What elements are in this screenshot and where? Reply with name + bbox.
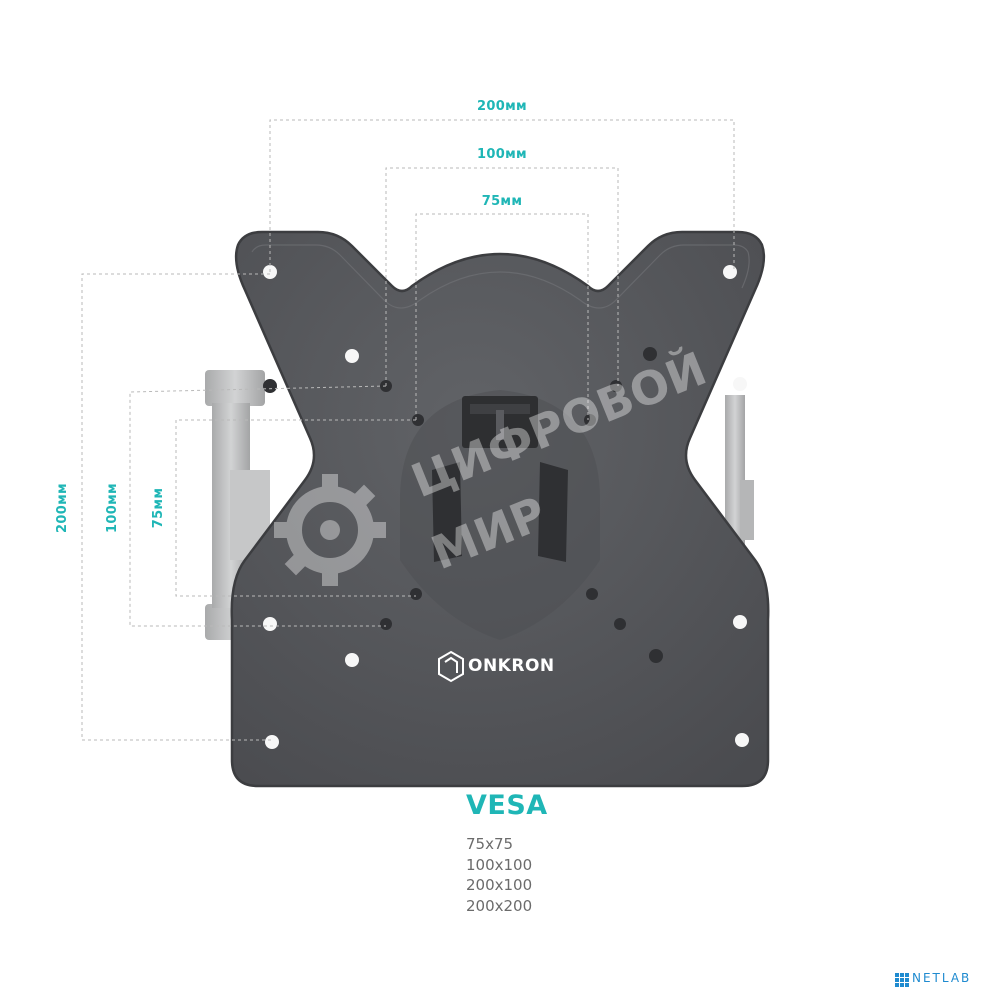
netlab-grid-icon xyxy=(895,973,909,987)
dimension-label-200-horizontal: 200мм xyxy=(477,99,527,114)
dimension-label-200-vertical: 200мм xyxy=(55,483,70,533)
vesa-size-item: 200x100 xyxy=(466,876,533,894)
dimension-label-75-vertical: 75мм xyxy=(151,488,166,529)
mounting-holes xyxy=(263,265,749,749)
vesa-size-item: 75x75 xyxy=(466,835,514,853)
vesa-title: VESA xyxy=(466,790,548,821)
dimension-label-100-horizontal: 100мм xyxy=(477,147,527,162)
dimension-label-100-vertical: 100мм xyxy=(105,483,120,533)
netlab-logo: NETLAB xyxy=(895,970,995,994)
vesa-size-item: 200x200 xyxy=(466,896,533,915)
dimension-guides xyxy=(81,119,735,741)
vesa-size-list: 75x75 100x100 200x100 200x200 xyxy=(466,834,532,916)
center-bracket xyxy=(400,390,600,640)
brand-name: ONKRON xyxy=(468,656,555,676)
dimension-label-75-horizontal: 75мм xyxy=(482,194,523,209)
onkron-logo-icon xyxy=(438,650,464,683)
netlab-name: NETLAB xyxy=(912,971,972,985)
vesa-size-item: 100x100 xyxy=(466,855,533,874)
